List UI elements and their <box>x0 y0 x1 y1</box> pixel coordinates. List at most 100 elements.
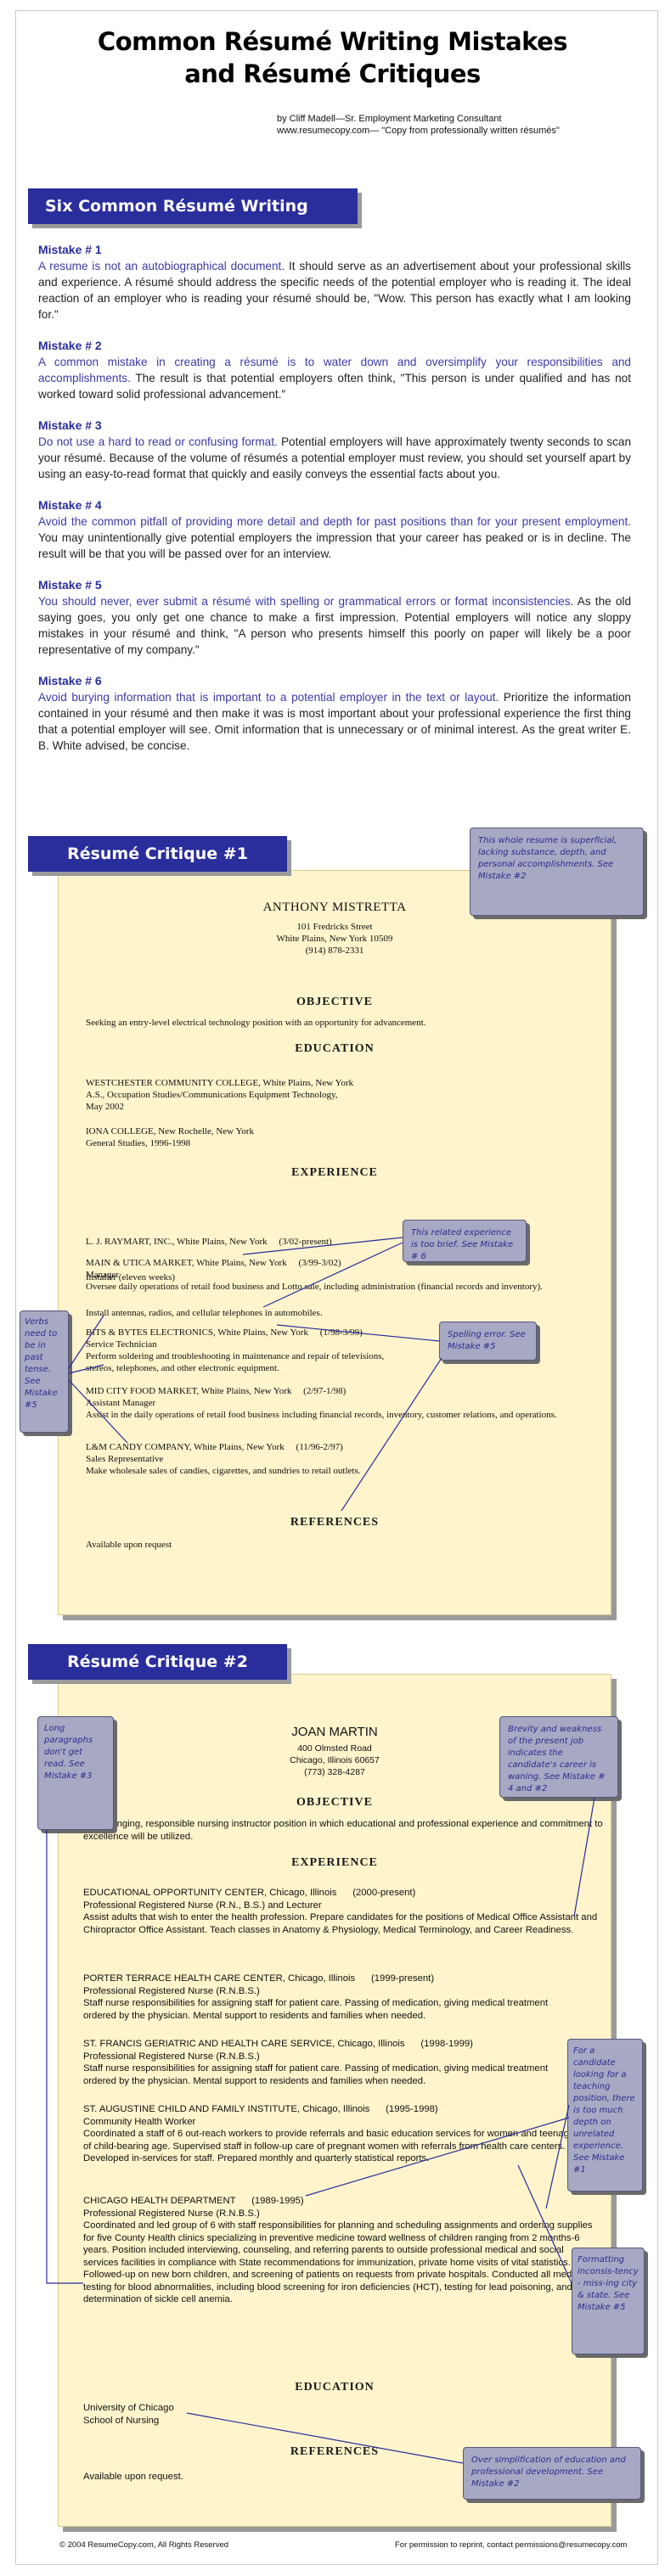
job-header: MID CITY FOOD MARKET, White Plains, New … <box>86 1386 347 1396</box>
job-header: PORTER TERRACE HEALTH CARE CENTER, Chica… <box>83 1973 435 1984</box>
resume-1-objective-heading: OBJECTIVE <box>296 996 373 1008</box>
note-superficial: This whole resume is superficial, lackin… <box>470 828 644 916</box>
section-banner-mistakes: Six Common Résumé Writing Mistakes <box>28 188 358 251</box>
resume-2-job: ST. FRANCIS GERIATRIC AND HEALTH CARE SE… <box>83 2038 559 2087</box>
mistake-body: You may unintentionally give potential e… <box>38 531 631 560</box>
note-verbs-tense: Verbs need to be in past tense. See Mist… <box>20 1310 69 1433</box>
section-banner-critique-1: Résumé Critique #1 <box>28 836 287 872</box>
job-title: Assistant Manager <box>86 1398 156 1408</box>
note-education-oversimplified: Over simplification of education and pro… <box>463 2447 641 2500</box>
job-description: Coordinated and led group of 6 with staf… <box>83 2220 593 2304</box>
job-description: Assist in the daily operations of retail… <box>86 1410 557 1420</box>
edu-line: School of Nursing <box>83 2415 160 2426</box>
edu-line: University of Chicago <box>83 2403 174 2413</box>
job-title: Professional Registered Nurse (R.N., B.S… <box>83 1900 322 1911</box>
job-title: Installer (eleven weeks) <box>86 1272 176 1282</box>
resume-2-job: EDUCATIONAL OPPORTUNITY CENTER, Chicago,… <box>83 1887 603 1936</box>
edu-line: May 2002 <box>86 1102 124 1112</box>
resume-1-education-2: IONA COLLEGE, New Rochelle, New York Gen… <box>86 1125 595 1149</box>
resume-2-objective: A challenging, responsible nursing instr… <box>83 1819 603 1842</box>
resume-2-references: Available upon request. <box>83 2472 183 2482</box>
resume-1-job: L&M CANDY COMPANY, White Plains, New Yor… <box>86 1441 595 1477</box>
resume-2-objective-heading: OBJECTIVE <box>296 1796 373 1809</box>
mistake-item: Mistake # 6 Avoid burying information th… <box>38 673 631 754</box>
section-banner-critique-2: Résumé Critique #2 <box>28 1644 287 1680</box>
mistake-highlight: Avoid burying information that is import… <box>38 691 499 704</box>
footer-copyright: © 2004 ResumeCopy.com, All Rights Reserv… <box>59 2540 229 2550</box>
mistake-text: A common mistake in creating a résumé is… <box>38 354 631 402</box>
job-description: Staff nurse responsibilities for assigni… <box>83 1998 549 2021</box>
mistake-title: Mistake # 1 <box>38 243 102 256</box>
resume-1-job: BITS & BYTES ELECTRONICS, White Plains, … <box>86 1327 396 1374</box>
mistake-title: Mistake # 4 <box>38 498 102 512</box>
mistake-body: As the old saying goes, you only get one… <box>38 595 632 656</box>
note-unrelated-depth: For a candidate looking for a teaching p… <box>567 2039 643 2192</box>
byline-website[interactable]: www.resumecopy.com— "Copy from professio… <box>277 126 560 136</box>
job-title: Sales Representative <box>86 1454 164 1464</box>
job-header: ST. FRANCIS GERIATRIC AND HEALTH CARE SE… <box>83 2039 473 2049</box>
edu-line: IONA COLLEGE, New Rochelle, New York <box>86 1126 254 1136</box>
mistake-item: Mistake # 4 Avoid the common pitfall of … <box>38 497 631 562</box>
resume-2-education: University of Chicago School of Nursing <box>83 2402 423 2427</box>
resume-1-name: ANTHONY MISTRETTA <box>262 901 407 914</box>
note-brevity: Brevity and weakness of the present job … <box>499 1716 618 1798</box>
note-formatting: Formatting inconsis-tency - miss-ing cit… <box>572 2248 645 2354</box>
mistake-highlight: You should never, ever submit a résumé w… <box>38 595 574 608</box>
job-description: Perform soldering and troubleshooting in… <box>86 1351 385 1373</box>
mistake-title: Mistake # 3 <box>38 418 102 432</box>
job-description: Install antennas, radios, and cellular t… <box>86 1308 323 1318</box>
mistake-item: Mistake # 2 A common mistake in creating… <box>38 338 631 402</box>
resume-1-references: Available upon request <box>86 1540 172 1550</box>
resume-1-objective: Seeking an entry-level electrical techno… <box>86 1018 426 1028</box>
mistake-body: The result is that potential employers o… <box>38 372 631 401</box>
resume-1-education-1: WESTCHESTER COMMUNITY COLLEGE, White Pla… <box>86 1077 595 1113</box>
mistake-highlight: A resume is not an autobiographical docu… <box>38 260 285 272</box>
resume-2-name: JOAN MARTIN <box>291 1725 378 1739</box>
job-title: Professional Registered Nurse (R.N.B.S.) <box>83 1985 260 1996</box>
page-title: Common Résumé Writing Mistakes and Résum… <box>0 25 665 90</box>
mistake-highlight: Do not use a hard to read or confusing f… <box>38 435 278 448</box>
edu-line: General Studies, 1996-1998 <box>86 1138 191 1148</box>
byline: by Cliff Madell—Sr. Employment Marketing… <box>277 113 560 137</box>
resume-1-references-heading: REFERENCES <box>290 1516 380 1529</box>
mistake-body: Potential employers will have approximat… <box>38 435 631 480</box>
job-description: Staff nurse responsibilities for assigni… <box>83 2063 549 2086</box>
resume-1-education-heading: EDUCATION <box>295 1042 375 1055</box>
job-header: CHICAGO HEALTH DEPARTMENT (1989-1995) <box>83 2196 304 2206</box>
footer-permissions[interactable]: For permission to reprint, contact permi… <box>395 2540 628 2550</box>
mistake-highlight: Avoid the common pitfall of providing mo… <box>38 515 631 528</box>
resume-1-experience-heading: EXPERIENCE <box>291 1166 378 1179</box>
resume-2-address-1: 400 Olmsted Road <box>297 1743 372 1754</box>
mistake-title: Mistake # 5 <box>38 578 102 592</box>
mistake-item: Mistake # 1 A resume is not an autobiogr… <box>38 242 631 323</box>
mistake-item: Mistake # 5 You should never, ever submi… <box>38 577 631 658</box>
resume-2-job: ST. AUGUSTINE CHILD AND FAMILY INSTITUTE… <box>83 2103 593 2165</box>
job-header: ST. AUGUSTINE CHILD AND FAMILY INSTITUTE… <box>83 2104 438 2114</box>
resume-2-education-heading: EDUCATION <box>295 2381 375 2394</box>
resume-2-job: PORTER TERRACE HEALTH CARE CENTER, Chica… <box>83 1973 559 2022</box>
job-header: BITS & BYTES ELECTRONICS, White Plains, … <box>86 1327 363 1338</box>
edu-line: A.S., Occupation Studies/Communications … <box>86 1090 338 1100</box>
job-header: L&M CANDY COMPANY, White Plains, New Yor… <box>86 1442 343 1452</box>
mistake-text: You should never, ever submit a résumé w… <box>38 593 631 658</box>
mistake-title: Mistake # 6 <box>38 674 102 687</box>
title-line-2: and Résumé Critiques <box>184 59 481 88</box>
note-long-paragraphs: Long paragraphs don't get read. See Mist… <box>37 1716 114 1830</box>
job-title: Service Technician <box>86 1339 157 1350</box>
mistake-body: It should serve as an advertisement abou… <box>38 260 631 321</box>
resume-1-job: MID CITY FOOD MARKET, White Plains, New … <box>86 1385 595 1421</box>
mistake-text: Do not use a hard to read or confusing f… <box>38 434 631 482</box>
resume-2-address-2: Chicago, Illinois 60657 <box>290 1755 380 1765</box>
job-header: EDUCATIONAL OPPORTUNITY CENTER, Chicago,… <box>83 1888 416 1898</box>
resume-2-experience-heading: EXPERIENCE <box>291 1856 378 1869</box>
job-header: L. J. RAYMART, INC., White Plains, New Y… <box>86 1237 332 1247</box>
resume-1-address-1: 101 Fredricks Street <box>296 922 373 932</box>
resume-2-paper <box>58 1674 611 2527</box>
edu-line: WESTCHESTER COMMUNITY COLLEGE, White Pla… <box>86 1078 354 1088</box>
job-description: Make wholesale sales of candies, cigaret… <box>86 1466 361 1476</box>
mistake-text: A resume is not an autobiographical docu… <box>38 258 631 323</box>
resume-2-phone: (773) 328-4287 <box>304 1767 365 1777</box>
job-description: Coordinated a staff of 6 out-reach worke… <box>83 2129 583 2164</box>
mistake-title: Mistake # 2 <box>38 339 102 352</box>
job-title: Manager <box>86 1270 120 1280</box>
